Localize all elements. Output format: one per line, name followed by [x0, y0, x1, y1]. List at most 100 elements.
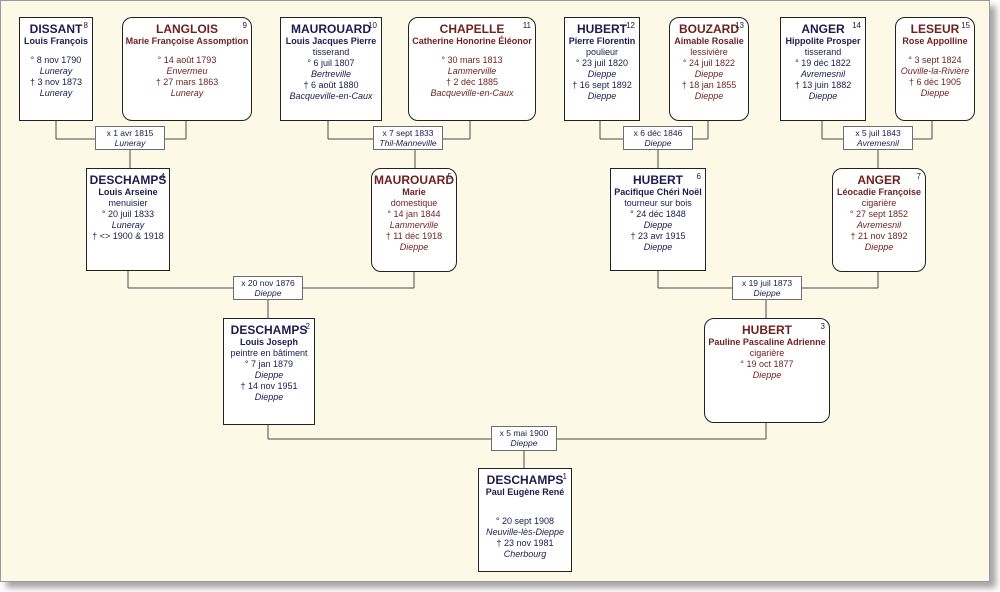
birth-place: Avremesnil [800, 69, 846, 79]
birth-date: ° 14 jan 1844 [387, 209, 441, 219]
birth-place: Neuville-lès-Dieppe [485, 527, 565, 537]
person-11[interactable]: 11 CHAPELLE Catherine Honorine Éléonor °… [408, 17, 536, 121]
marriage-box[interactable]: x 19 juil 1873 Dieppe [732, 276, 802, 300]
birth-place: Dieppe [587, 69, 617, 79]
surname: LESEUR [910, 22, 960, 36]
death-place: Dieppe [254, 392, 284, 402]
person-8[interactable]: 8 DISSANT Louis François ° 8 nov 1790 Lu… [19, 17, 93, 121]
birth-place: Lammerville [389, 220, 439, 230]
occupation: tisserand [804, 47, 842, 57]
death-place: Dieppe [864, 242, 894, 252]
marriage-box[interactable]: x 20 nov 1876 Dieppe [233, 276, 303, 300]
birth-date: ° 24 déc 1848 [630, 209, 686, 219]
birth-date: ° 20 sept 1908 [495, 516, 555, 526]
death-date: † 27 mars 1863 [155, 77, 219, 87]
sosa-number: 14 [852, 21, 861, 30]
marriage-date: x 7 sept 1833 [382, 128, 434, 138]
birth-date: ° 19 oct 1877 [740, 359, 794, 369]
death-date: † 23 avr 1915 [630, 231, 686, 241]
surname: HUBERT [577, 22, 627, 36]
death-place: Dieppe [694, 91, 724, 101]
marriage-box[interactable]: x 1 avr 1815 Luneray [95, 126, 165, 150]
person-15[interactable]: 15 LESEUR Rose Appolline ° 3 sept 1824 O… [895, 17, 975, 121]
birth-place: Dieppe [694, 69, 724, 79]
death-date: † 16 sept 1892 [572, 80, 632, 90]
marriage-date: x 20 nov 1876 [241, 278, 295, 288]
birth-date: ° 7 jan 1879 [244, 359, 294, 369]
marriage-date: x 19 juil 1873 [741, 278, 793, 288]
person-10[interactable]: 10 MAUROUARD Louis Jacques Pierre tisser… [280, 17, 382, 121]
birth-place: Dieppe [254, 370, 284, 380]
sosa-number: 12 [626, 21, 635, 30]
marriage-box[interactable]: x 5 juil 1843 Avremesnil [843, 126, 913, 150]
birth-date: ° 24 juil 1822 [682, 58, 736, 68]
occupation: cigarière [749, 348, 785, 358]
death-date: † 11 déc 1918 [385, 231, 443, 241]
birth-place: Bertreville [310, 69, 351, 79]
birth-place: Ouville-la-Rivière [900, 66, 970, 76]
given-names: Marie Françoise Assomption [125, 36, 249, 46]
death-date: † 21 nov 1892 [850, 231, 908, 241]
surname: DISSANT [29, 22, 83, 36]
sosa-number: 15 [961, 21, 970, 30]
given-names: Louis Joseph [239, 337, 298, 347]
person-6[interactable]: 6 HUBERT Pacifique Chéri Noël tourneur s… [610, 168, 706, 271]
given-names: Paul Eugène René [485, 487, 565, 497]
marriage-box[interactable]: x 5 mai 1900 Dieppe [491, 426, 557, 451]
given-names: Louis Arseine [98, 187, 158, 197]
surname: DESCHAMPS [230, 323, 308, 337]
surname: HUBERT [633, 173, 683, 187]
birth-date: ° 20 juil 1833 [101, 209, 155, 219]
person-7[interactable]: 7 ANGER Léocadie Françoise cigarière ° 2… [832, 168, 926, 272]
death-date: † 23 nov 1981 [496, 538, 554, 548]
death-date: † 18 jan 1855 [681, 80, 737, 90]
surname: DESCHAMPS [89, 173, 167, 187]
marriage-place: Avremesnil [857, 138, 899, 148]
marriage-box[interactable]: x 6 déc 1846 Dieppe [623, 126, 693, 150]
given-names: Léocadie Françoise [836, 187, 922, 197]
death-place: Dieppe [643, 242, 673, 252]
surname: BOUZARD [679, 22, 739, 36]
birth-date: ° 23 juil 1820 [575, 58, 629, 68]
sosa-number: 6 [696, 172, 701, 181]
death-place: Dieppe [808, 91, 838, 101]
occupation: peintre en bâtiment [230, 348, 308, 358]
birth-date: ° 8 nov 1790 [30, 55, 82, 65]
surname: MAUROUARD [291, 22, 371, 36]
person-1[interactable]: 1 DESCHAMPS Paul Eugène René ° 20 sept 1… [478, 468, 572, 572]
given-names: Rose Appolline [902, 36, 968, 46]
person-9[interactable]: 9 LANGLOIS Marie Françoise Assomption ° … [122, 17, 252, 121]
birth-place: Luneray [111, 220, 145, 230]
occupation: lessivière [690, 47, 728, 57]
person-4[interactable]: 4 DESCHAMPS Louis Arseine menuisier ° 20… [86, 168, 170, 271]
birth-place: Avremesnil [856, 220, 902, 230]
person-3[interactable]: 3 HUBERT Pauline Pascaline Adrienne ciga… [704, 318, 830, 423]
sosa-number: 13 [735, 21, 744, 30]
birth-place: Envermeu [166, 66, 208, 76]
marriage-place: Luneray [114, 138, 146, 148]
death-date: † <> 1900 & 1918 [92, 231, 164, 241]
given-names: Hippolite Prosper [785, 36, 861, 46]
sosa-number: 4 [160, 172, 165, 181]
person-14[interactable]: 14 ANGER Hippolite Prosper tisserand ° 1… [780, 17, 866, 121]
marriage-place: Dieppe [510, 438, 538, 448]
death-date: † 2 déc 1885 [445, 77, 499, 87]
person-5[interactable]: 5 MAUROUARD Marie domestique ° 14 jan 18… [371, 168, 457, 272]
person-2[interactable]: 2 DESCHAMPS Louis Joseph peintre en bâti… [223, 318, 315, 425]
person-12[interactable]: 12 HUBERT Pierre Florentin poulieur ° 23… [564, 17, 640, 121]
marriage-box[interactable]: x 7 sept 1833 Thil-Manneville [373, 126, 443, 150]
sosa-number: 3 [820, 322, 825, 331]
birth-place: Luneray [39, 66, 73, 76]
marriage-date: x 1 avr 1815 [106, 128, 154, 138]
death-place: Dieppe [587, 91, 617, 101]
surname: LANGLOIS [156, 22, 218, 36]
death-date: † 13 juin 1882 [794, 80, 852, 90]
occupation: domestique [390, 198, 438, 208]
person-13[interactable]: 13 BOUZARD Aimable Rosalie lessivière ° … [669, 17, 749, 121]
given-names: Catherine Honorine Éléonor [412, 36, 532, 46]
sosa-number: 1 [562, 472, 567, 481]
given-names: Pauline Pascaline Adrienne [708, 337, 826, 347]
sosa-number: 2 [305, 322, 310, 331]
death-date: † 6 août 1880 [303, 80, 359, 90]
birth-date: ° 30 mars 1813 [441, 55, 503, 65]
